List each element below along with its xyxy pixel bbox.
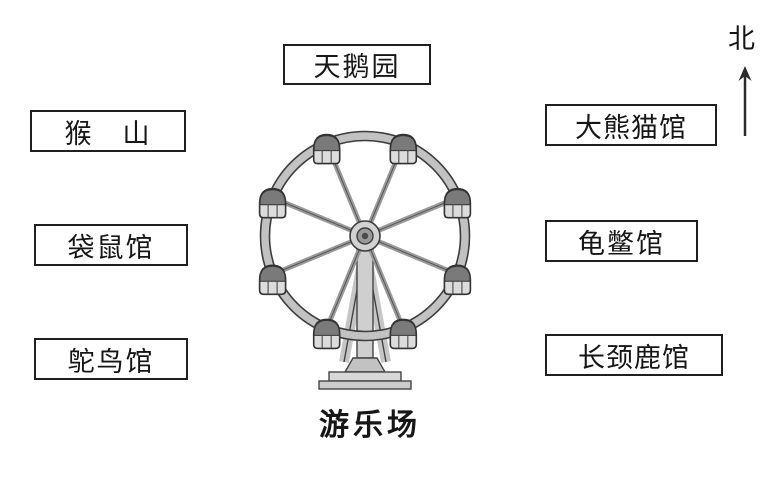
amusement-park-label: 游乐场 bbox=[319, 409, 421, 442]
box-giraffe-hall: 长颈鹿馆 bbox=[545, 334, 723, 376]
box-kangaroo-hall: 袋鼠馆 bbox=[34, 224, 188, 266]
ferris-wheel-icon bbox=[258, 130, 472, 390]
north-label: 北 bbox=[728, 24, 755, 54]
box-swan-garden: 天鹅园 bbox=[283, 44, 431, 85]
box-monkey-hill: 猴 山 bbox=[30, 110, 186, 152]
north-arrow-icon bbox=[738, 66, 752, 136]
box-turtle-hall: 龟鳖馆 bbox=[545, 220, 698, 262]
box-ostrich-hall: 鸵鸟馆 bbox=[34, 338, 188, 380]
box-giant-panda-hall: 大熊猫馆 bbox=[545, 104, 717, 146]
